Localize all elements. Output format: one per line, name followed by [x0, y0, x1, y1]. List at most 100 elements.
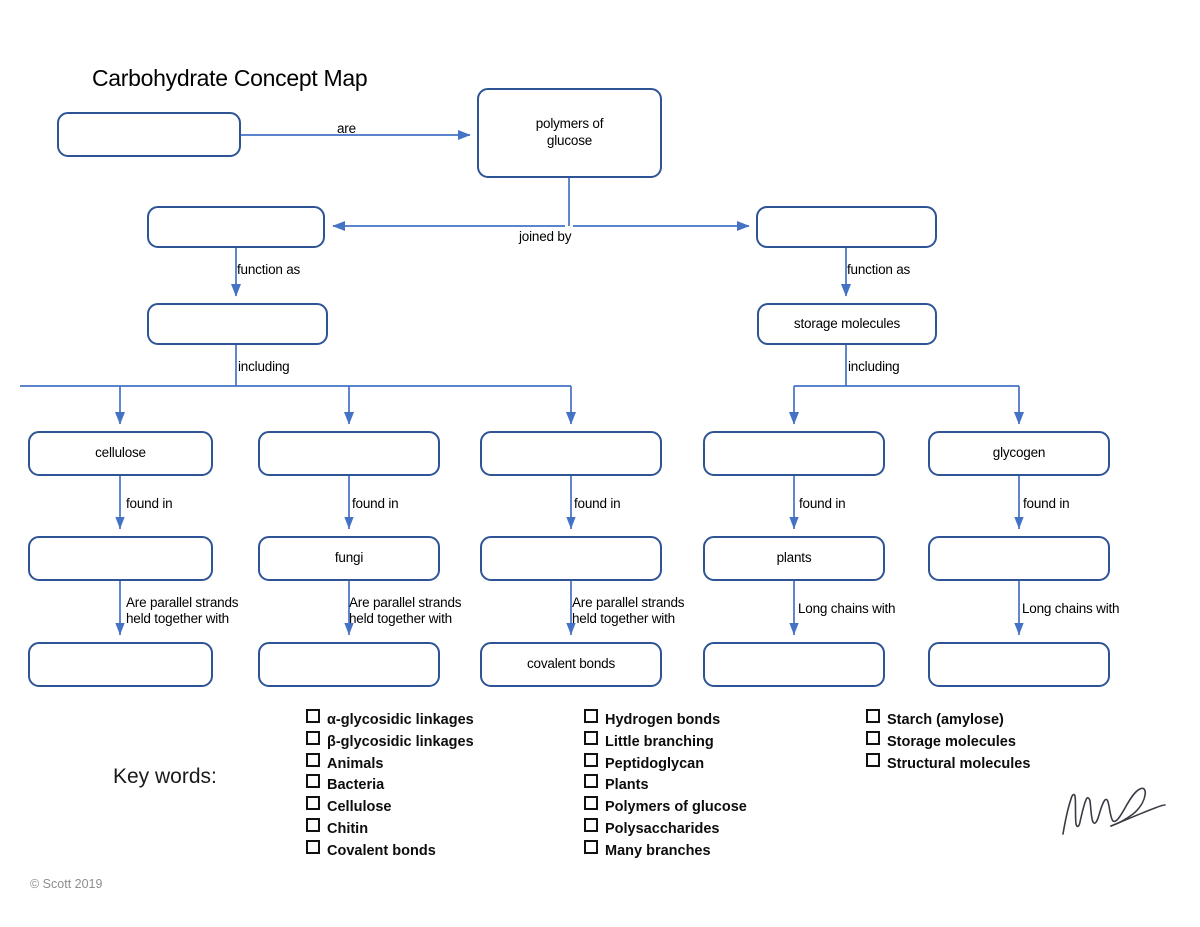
key-word-item[interactable]: Storage molecules	[866, 730, 1030, 754]
node-label: covalent bonds	[526, 656, 615, 672]
el-joined-by: joined by	[519, 229, 572, 244]
n-glycogen[interactable]: glycogen	[928, 431, 1110, 476]
key-word-item[interactable]: Chitin	[306, 817, 474, 841]
el-found-in-3: found in	[574, 496, 621, 511]
checkbox-icon[interactable]	[584, 817, 598, 832]
node-label: cellulose	[95, 445, 146, 461]
key-words-column-1: α-glycosidic linkages β-glycosidic linkag…	[306, 709, 474, 863]
n-plants-2[interactable]: plants	[703, 536, 885, 581]
checkbox-icon[interactable]	[866, 752, 880, 767]
checkbox-icon[interactable]	[866, 730, 880, 745]
key-word-item[interactable]: Many branches	[584, 839, 747, 863]
checkbox-icon[interactable]	[306, 752, 320, 767]
key-word-item[interactable]: α-glycosidic linkages	[306, 709, 474, 732]
el-are: are	[337, 121, 356, 136]
n-fungi[interactable]: fungi	[258, 536, 440, 581]
checkbox-icon[interactable]	[584, 839, 598, 854]
checkbox-icon[interactable]	[306, 796, 320, 811]
key-word-label: Many branches	[605, 842, 711, 859]
key-word-label: Hydrogen bonds	[605, 712, 721, 728]
el-found-in-5: found in	[1023, 496, 1070, 511]
node-label: fungi	[334, 550, 364, 566]
checkbox-icon[interactable]	[584, 774, 598, 789]
n-chitin[interactable]	[258, 431, 440, 476]
checkbox-icon[interactable]	[306, 839, 320, 854]
key-word-item[interactable]: Structural molecules	[866, 752, 1031, 776]
key-word-item[interactable]: Bacteria	[306, 774, 474, 797]
key-word-label: Storage molecules	[887, 733, 1016, 750]
key-word-label: Peptidoglycan	[605, 755, 705, 772]
handwritten-signature	[1062, 787, 1166, 835]
n-plants-1[interactable]	[28, 536, 213, 581]
el-parallel-3: Are parallel strands held together with	[572, 595, 685, 627]
node-label: storage molecules	[793, 315, 901, 331]
key-word-label: Chitin	[327, 820, 369, 837]
key-word-item[interactable]: Little branching	[584, 730, 747, 754]
n-starch[interactable]	[703, 431, 885, 476]
el-including-r: including	[848, 359, 900, 374]
n-hydrogen-1[interactable]	[28, 642, 213, 687]
n-carbohydrates[interactable]	[57, 112, 241, 157]
n-little-branch[interactable]	[703, 642, 885, 687]
el-long-chains-2: Long chains with	[1022, 601, 1120, 616]
node-label: polymers of glucose	[535, 116, 604, 148]
n-cellulose[interactable]: cellulose	[28, 431, 213, 476]
copyright-notice: © Scott 2019	[30, 877, 103, 891]
key-word-label: Little branching	[605, 733, 714, 750]
key-word-label: Starch (amylose)	[887, 712, 1004, 728]
n-bacteria[interactable]	[480, 536, 662, 581]
key-word-item[interactable]: Polymers of glucose	[584, 796, 747, 819]
n-animals[interactable]	[928, 536, 1110, 581]
el-parallel-1: Are parallel strands held together with	[126, 595, 239, 627]
checkbox-icon[interactable]	[306, 709, 320, 723]
n-storage[interactable]: storage molecules	[757, 303, 937, 345]
el-found-in-2: found in	[352, 496, 399, 511]
key-word-label: β-glycosidic linkages	[327, 733, 474, 750]
checkbox-icon[interactable]	[584, 730, 598, 745]
el-found-in-4: found in	[799, 496, 846, 511]
checkbox-icon[interactable]	[306, 730, 320, 745]
checkbox-icon[interactable]	[306, 817, 320, 832]
key-word-item[interactable]: Covalent bonds	[306, 839, 474, 863]
key-word-label: Structural molecules	[887, 755, 1031, 772]
key-word-label: α-glycosidic linkages	[327, 712, 474, 728]
key-word-item[interactable]: Starch (amylose)	[866, 709, 1030, 732]
checkbox-icon[interactable]	[866, 709, 880, 723]
key-word-item[interactable]: Animals	[306, 752, 474, 776]
page-title: Carbohydrate Concept Map	[92, 65, 368, 91]
n-hydrogen-2[interactable]	[258, 642, 440, 687]
key-word-item[interactable]: Polysaccharides	[584, 817, 747, 841]
checkbox-icon[interactable]	[584, 709, 598, 723]
key-word-item[interactable]: β-glycosidic linkages	[306, 730, 474, 754]
checkbox-icon[interactable]	[306, 774, 320, 789]
key-word-label: Bacteria	[327, 777, 385, 794]
n-peptidoglycan[interactable]	[480, 431, 662, 476]
checkbox-icon[interactable]	[584, 752, 598, 767]
key-word-label: Covalent bonds	[327, 842, 436, 859]
el-found-in-1: found in	[126, 496, 173, 511]
n-right-type[interactable]	[756, 206, 937, 248]
key-word-item[interactable]: Hydrogen bonds	[584, 709, 747, 732]
el-function-as-r: function as	[847, 262, 911, 277]
node-label: glycogen	[992, 445, 1046, 461]
key-word-item[interactable]: Peptidoglycan	[584, 752, 747, 776]
key-word-item[interactable]: Cellulose	[306, 796, 474, 819]
key-word-item[interactable]: Plants	[584, 774, 747, 797]
el-parallel-2: Are parallel strands held together with	[349, 595, 462, 627]
n-many-branch[interactable]	[928, 642, 1110, 687]
node-label: plants	[776, 550, 812, 566]
n-structural[interactable]	[147, 303, 328, 345]
el-function-as-l: function as	[237, 262, 301, 277]
n-left-type[interactable]	[147, 206, 325, 248]
key-word-label: Animals	[327, 755, 384, 772]
key-word-label: Polysaccharides	[605, 820, 720, 837]
key-word-label: Plants	[605, 777, 649, 794]
el-long-chains-1: Long chains with	[798, 601, 896, 616]
checkbox-icon[interactable]	[584, 796, 598, 811]
n-covalent[interactable]: covalent bonds	[480, 642, 662, 687]
n-polymers[interactable]: polymers of glucose	[477, 88, 662, 178]
key-word-label: Polymers of glucose	[605, 799, 747, 816]
